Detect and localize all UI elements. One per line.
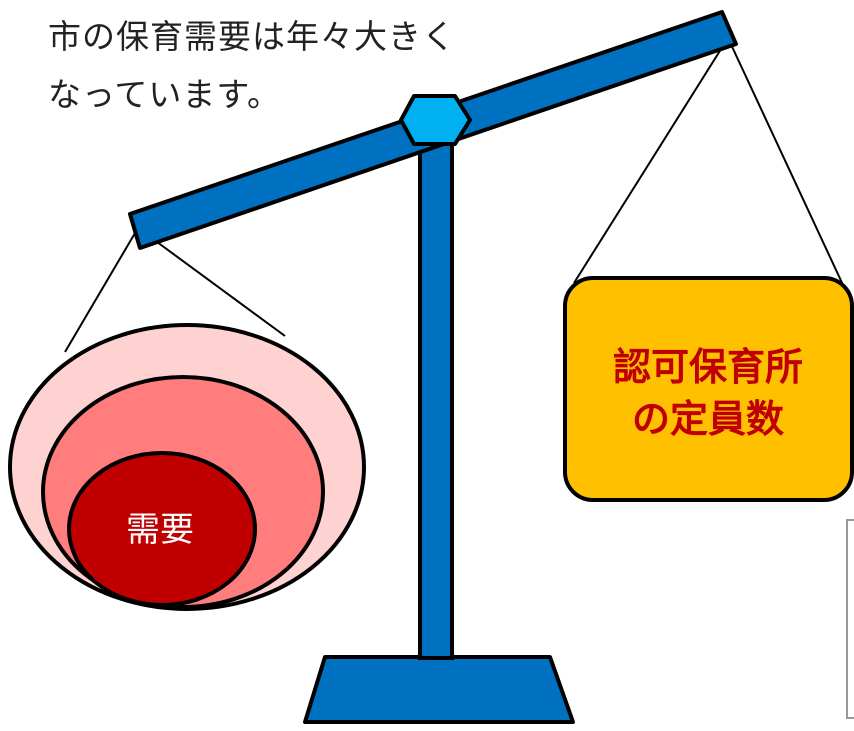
capacity-box	[563, 276, 854, 502]
right-pan-string-left	[573, 37, 729, 284]
caption-line-2: なっています。	[48, 75, 282, 114]
right-pan-string-right	[727, 37, 851, 301]
demand-inner-circle	[67, 451, 257, 607]
capacity-label-line-1: 認可保育所	[613, 345, 803, 389]
scale-pole	[418, 130, 454, 660]
caption: 市の保育需要は年々大きく なっています。	[48, 8, 456, 124]
left-pan-string-right	[137, 227, 286, 337]
frame-edge	[846, 519, 854, 719]
demand-pan: 需要	[8, 323, 366, 611]
capacity-label-line-2: の定員数	[632, 397, 784, 441]
left-pan-string-left	[64, 227, 139, 353]
scale-base	[303, 655, 575, 724]
caption-line-1: 市の保育需要は年々大きく	[48, 17, 456, 56]
demand-label: 需要	[126, 510, 194, 550]
pivot-hub	[399, 94, 472, 146]
capacity-pan: 認可保育所 の定員数	[563, 276, 854, 502]
